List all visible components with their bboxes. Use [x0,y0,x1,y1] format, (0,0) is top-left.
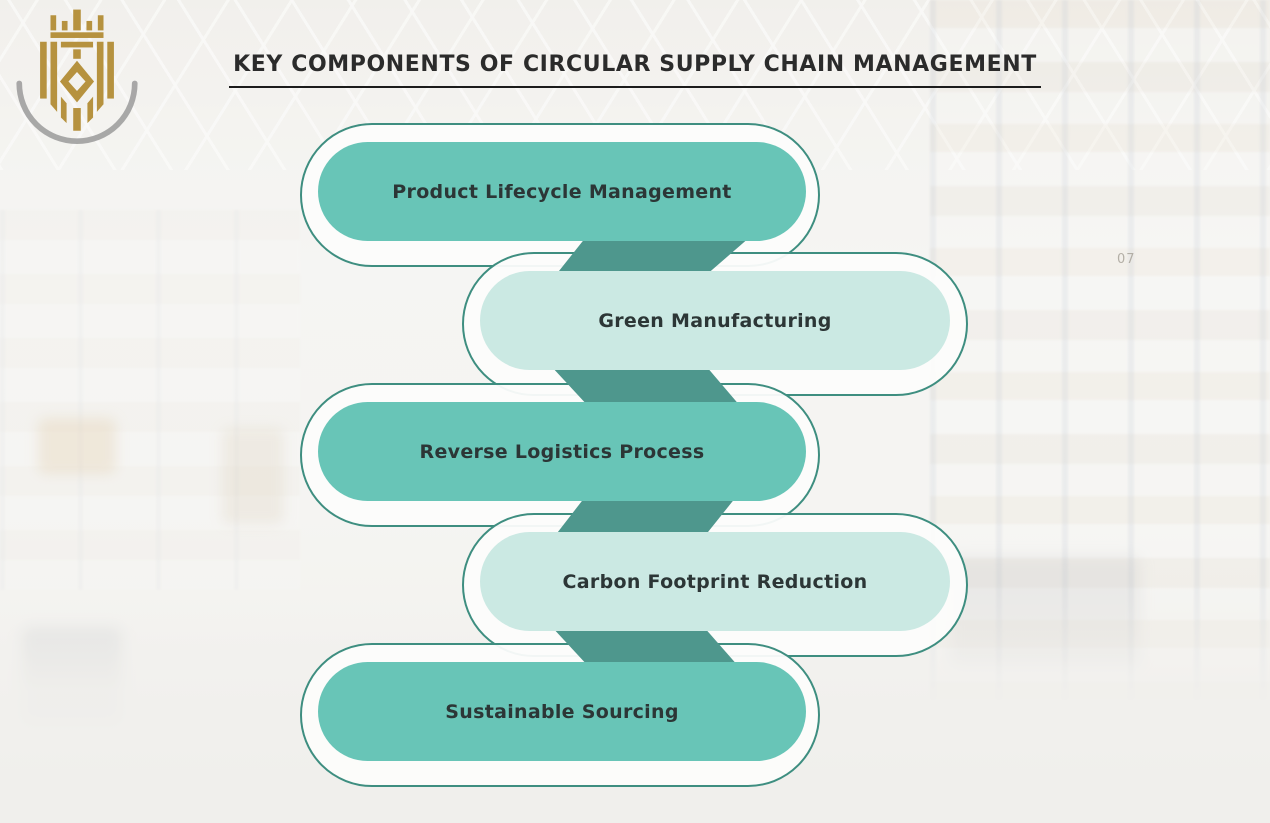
pill-label-3: Reverse Logistics Process [419,440,705,463]
logo-crescent-icon [16,80,138,144]
pill-label-4: Carbon Footprint Reduction [562,570,868,593]
pill-carbon-footprint-reduction: Carbon Footprint Reduction [480,532,950,631]
pill-green-manufacturing: Green Manufacturing [480,271,950,370]
rack-number-label: 07 [1117,252,1136,267]
connector-band-2 [551,366,741,407]
pill-label-1: Product Lifecycle Management [392,180,732,203]
pill-sustainable-sourcing: Sustainable Sourcing [318,662,806,761]
pill-product-lifecycle-management: Product Lifecycle Management [318,142,806,241]
page-title: KEY COMPONENTS OF CIRCULAR SUPPLY CHAIN … [229,52,1041,88]
header: KEY COMPONENTS OF CIRCULAR SUPPLY CHAIN … [0,52,1270,88]
connector-band-4 [551,626,739,667]
pill-label-2: Green Manufacturing [598,309,832,332]
pill-reverse-logistics-process: Reverse Logistics Process [318,402,806,501]
connector-band-3 [554,497,736,537]
connector-band-1 [555,237,750,276]
brand-logo [16,9,138,144]
pill-label-5: Sustainable Sourcing [445,700,679,723]
background-boxes [222,428,284,524]
background-boxes [38,418,116,474]
background-warehouse-rack-left [0,210,300,590]
